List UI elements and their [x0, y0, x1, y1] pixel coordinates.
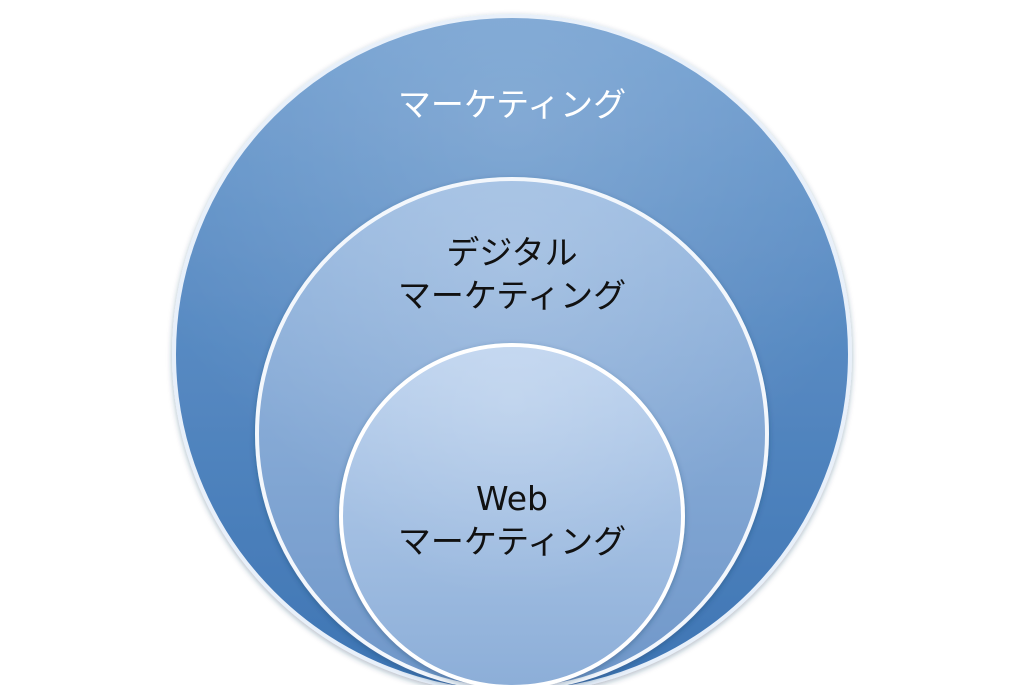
- inner-label-line2: マーケティング: [397, 521, 627, 561]
- middle-circle-label: デジタル マーケティング: [312, 232, 712, 318]
- middle-label-line2: マーケティング: [397, 275, 627, 315]
- outer-circle-label: マーケティング: [312, 84, 712, 127]
- inner-circle-label: Web マーケティング: [312, 478, 712, 564]
- inner-label-line1: Web: [476, 479, 548, 518]
- outer-label-text: マーケティング: [397, 85, 627, 124]
- middle-label-line1: デジタル: [446, 233, 578, 272]
- inner-circle: [339, 343, 685, 689]
